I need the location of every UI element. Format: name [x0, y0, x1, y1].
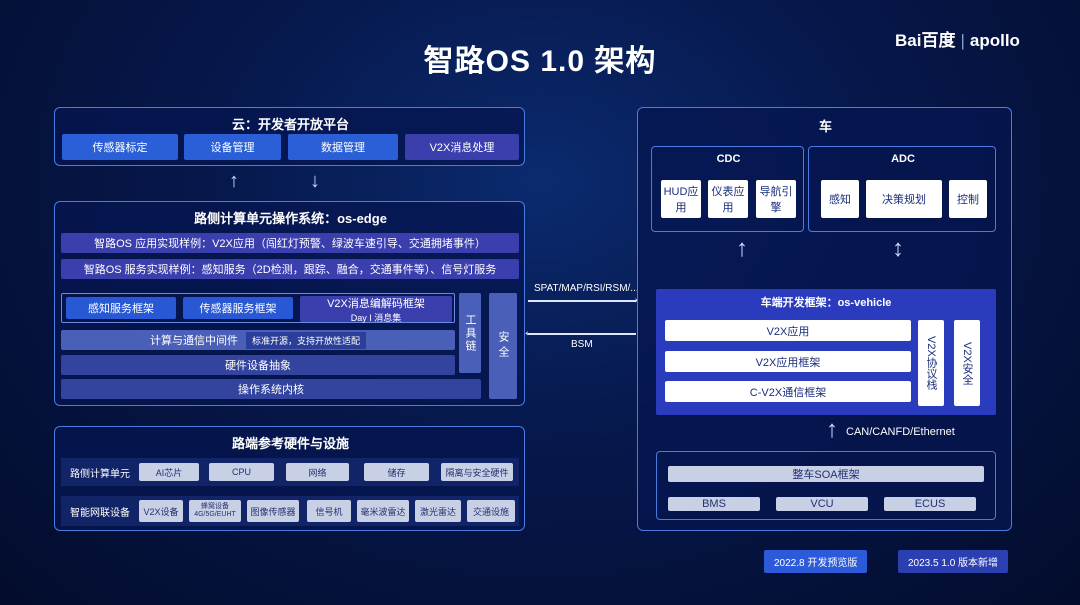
cdc-box: CDC HUD应用 仪表应用 导航引擎 — [651, 146, 804, 232]
middleware-badge: 标准开源，支持开放性适配 — [245, 331, 366, 349]
framework-box: 感知服务框架 — [66, 297, 176, 319]
device-item: V2X设备 — [139, 500, 183, 522]
hw-item: 隔离与安全硬件 — [441, 463, 513, 481]
vehicle-title: 车 — [818, 119, 832, 134]
soa-box: 整车SOA框架 BMS VCU ECUS — [656, 451, 996, 520]
edge-panel: 路侧计算单元操作系统：os-edge 智路OS 应用实现样例：V2X应用（闯红灯… — [54, 201, 525, 406]
security-label: 安全 — [497, 331, 509, 361]
v2x-codec-label: V2X消息编解码框架 — [327, 297, 425, 310]
hardware-title: 路端参考硬件与设施 — [231, 436, 349, 451]
adc-item: 感知 — [821, 180, 859, 218]
adc-item: 控制 — [949, 180, 987, 218]
hw-item: CPU — [209, 463, 274, 481]
connected-device-row: 智能网联设备 V2X设备 蜂窝设备 4G/5G/EUHT 图像传感器 信号机 毫… — [61, 496, 519, 526]
cloud-title: 云：开发者开放平台 — [231, 117, 349, 132]
up-arrow-cdc: ↑ — [736, 235, 748, 262]
hw-item: 储存 — [364, 463, 429, 481]
cdc-item: HUD应用 — [661, 180, 701, 218]
down-arrow: ↓ — [310, 170, 320, 192]
device-item: 信号机 — [307, 500, 351, 522]
soa-bar: 整车SOA框架 — [668, 466, 984, 482]
service-example-bar: 智路OS 服务实现样例：感知服务（2D检测，跟踪、融合，交通事件等）、信号灯服务 — [61, 259, 519, 279]
apollo-logo: apollo — [969, 31, 1020, 50]
hw-item: AI芯片 — [139, 463, 199, 481]
hardware-panel: 路端参考硬件与设施 路侧计算单元 AI芯片 CPU 网络 储存 隔离与安全硬件 … — [54, 426, 525, 531]
adc-item: 决策规划 — [866, 180, 942, 218]
v2x-security-label: V2X安全 — [961, 341, 973, 385]
cloud-item: 数据管理 — [288, 134, 398, 160]
compute-unit-row: 路侧计算单元 AI芯片 CPU 网络 储存 隔离与安全硬件 — [61, 458, 519, 486]
v2x-codec-framework: V2X消息编解码框架 Day I 消息集 — [300, 296, 452, 323]
v2x-security: V2X安全 — [954, 320, 980, 406]
edge-title: 路侧计算单元操作系统：os-edge — [194, 211, 387, 226]
cdc-item: 仪表应用 — [708, 180, 748, 218]
app-example-bar: 智路OS 应用实现样例：V2X应用（闯红灯预警、绿波车速引导、交通拥堵事件） — [61, 233, 519, 253]
middleware-label: 计算与通信中间件 — [149, 335, 238, 347]
cloud-panel: 云：开发者开放平台 传感器标定 设备管理 数据管理 V2X消息处理 — [54, 107, 525, 166]
ecu-item: ECUS — [884, 497, 976, 511]
hw-item: 网络 — [286, 463, 349, 481]
hal-bar: 硬件设备抽象 — [61, 355, 455, 375]
protocol-label: V2X协议栈 — [925, 336, 937, 390]
day1-label: Day I 消息集 — [350, 312, 402, 323]
v2x-protocol-stack: V2X协议栈 — [918, 320, 944, 406]
toolchain-label: 工具链 — [464, 313, 476, 353]
cdc-title: CDC — [716, 153, 741, 165]
legend-preview-version: 2022.8 开发预览版 — [764, 550, 868, 573]
cloud-item: 传感器标定 — [62, 134, 178, 160]
frameworks-group: 感知服务框架 传感器服务框架 V2X消息编解码框架 Day I 消息集 — [61, 293, 455, 323]
bus-label: CAN/CANFD/Ethernet — [846, 426, 955, 438]
adc-title: ADC — [891, 153, 915, 165]
device-item: 蜂窝设备 4G/5G/EUHT — [189, 500, 241, 522]
framework-box: 传感器服务框架 — [183, 297, 293, 319]
kernel-bar: 操作系统内核 — [61, 379, 481, 399]
os-vehicle-framework: 车端开发框架：os-vehicle V2X应用 V2X应用框架 C-V2X通信框… — [656, 289, 996, 415]
vehicle-fw-item: V2X应用框架 — [665, 351, 911, 372]
bsm-label: BSM — [571, 339, 593, 350]
page-title: 智路OS 1.0 架构 — [423, 45, 657, 78]
ecu-item: VCU — [776, 497, 868, 511]
cloud-item: 设备管理 — [184, 134, 281, 160]
vehicle-fw-item: V2X应用 — [665, 320, 911, 341]
row-label: 路侧计算单元 — [70, 468, 130, 480]
device-item: 激光雷达 — [415, 500, 461, 522]
os-vehicle-title: 车端开发框架：os-vehicle — [760, 297, 892, 309]
cdc-item: 导航引擎 — [756, 180, 796, 218]
up-arrow: ↑ — [229, 170, 239, 192]
cellular-device-label: 蜂窝设备 4G/5G/EUHT — [194, 503, 236, 518]
arrow-to-vehicle — [528, 300, 636, 302]
ecu-item: BMS — [668, 497, 760, 511]
arrow-to-edge — [528, 333, 636, 335]
cloud-item: V2X消息处理 — [405, 134, 519, 160]
row-label: 智能网联设备 — [70, 507, 130, 519]
legend-new-in-1-0: 2023.5 1.0 版本新增 — [898, 550, 1009, 573]
spat-label: SPAT/MAP/RSI/RSM/... — [534, 283, 639, 294]
security-box: 安全 — [489, 293, 517, 399]
adc-box: ADC 感知 决策规划 控制 — [808, 146, 996, 232]
vehicle-panel: 车 CDC HUD应用 仪表应用 导航引擎 ADC 感知 决策规划 控制 ↑ ↕… — [637, 107, 1012, 531]
baidu-logo: Bai百度 — [895, 31, 956, 50]
up-arrow-bus: ↑ — [826, 416, 838, 443]
arrow-to-edge-head: ← — [522, 323, 538, 340]
middleware-bar: 计算与通信中间件 标准开源，支持开放性适配 — [61, 330, 455, 350]
device-item: 图像传感器 — [247, 500, 299, 522]
brand-logo: Bai百度|apollo — [895, 31, 1020, 50]
toolchain-box: 工具链 — [459, 293, 481, 373]
updown-arrow-adc: ↕ — [892, 235, 904, 262]
device-item: 毫米波雷达 — [357, 500, 409, 522]
vehicle-fw-item: C-V2X通信框架 — [665, 381, 911, 402]
device-item: 交通设施 — [467, 500, 515, 522]
